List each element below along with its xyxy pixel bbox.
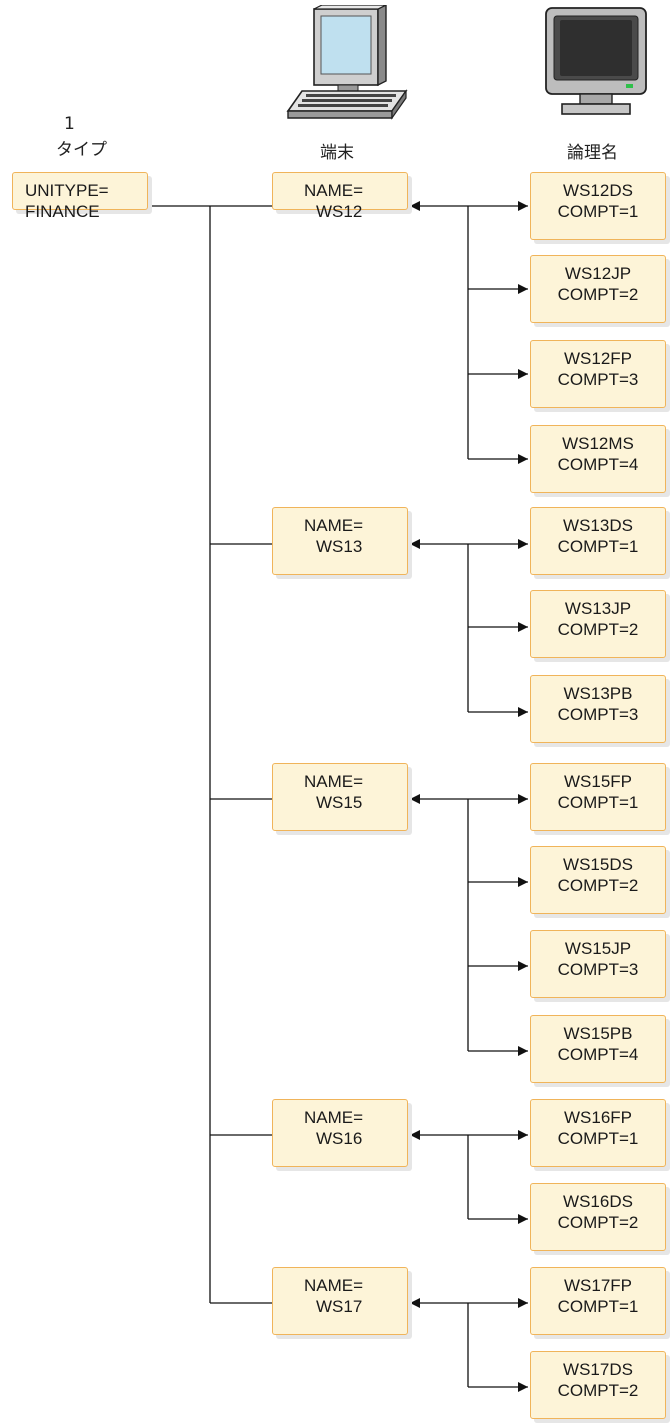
logical-name: WS12MS xyxy=(562,434,634,453)
logical-compt: COMPT=2 xyxy=(557,285,639,304)
logical-name-box: WS15JP COMPT=3 xyxy=(530,930,666,998)
logical-name: WS13PB xyxy=(563,684,633,703)
type-column-label: タイプ xyxy=(56,140,107,160)
terminal-name-keyword: NAME= xyxy=(304,181,364,200)
logical-name: WS15PB xyxy=(563,1024,633,1043)
logical-compt: COMPT=1 xyxy=(557,202,639,221)
logical-name: WS17FP xyxy=(563,1276,633,1295)
logical-compt: COMPT=2 xyxy=(557,1213,639,1232)
terminal-name-value: WS15 xyxy=(316,793,363,812)
logical-name-box: WS15PB COMPT=4 xyxy=(530,1015,666,1083)
logical-compt: COMPT=2 xyxy=(557,620,639,639)
logical-name-box: WS12FP COMPT=3 xyxy=(530,340,666,408)
logical-compt: COMPT=1 xyxy=(557,537,639,556)
logical-name: WS16FP xyxy=(563,1108,633,1127)
terminal-box: NAME= WS15 xyxy=(272,763,408,831)
logical-compt: COMPT=2 xyxy=(557,1381,639,1400)
logical-compt: COMPT=3 xyxy=(557,705,639,724)
logical-name-box: WS12JP COMPT=2 xyxy=(530,255,666,323)
logical-name-box: WS16DS COMPT=2 xyxy=(530,1183,666,1251)
logical-name-box: WS13PB COMPT=3 xyxy=(530,675,666,743)
logical-name: WS15FP xyxy=(563,772,633,791)
terminal-name-value: WS12 xyxy=(316,202,363,221)
terminal-box: NAME= WS13 xyxy=(272,507,408,575)
logical-name: WS16DS xyxy=(563,1192,633,1211)
logical-name-box: WS12DS COMPT=1 xyxy=(530,172,666,240)
terminal-name-value: WS17 xyxy=(316,1297,363,1316)
logical-name: WS13DS xyxy=(563,516,633,535)
logical-name: WS13JP xyxy=(564,599,632,618)
terminal-name-keyword: NAME= xyxy=(304,772,364,791)
unit-type-keyword: UNITYPE= xyxy=(25,181,109,200)
logical-compt: COMPT=1 xyxy=(557,793,639,812)
logical-compt: COMPT=4 xyxy=(557,1045,639,1064)
logical-name-box: WS17DS COMPT=2 xyxy=(530,1351,666,1419)
terminal-name-keyword: NAME= xyxy=(304,1276,364,1295)
terminal-name-value: WS16 xyxy=(316,1129,363,1148)
type-number: 1 xyxy=(64,114,75,134)
terminal-name-value: WS13 xyxy=(316,537,363,556)
logical-name: WS15JP xyxy=(564,939,632,958)
logical-name: WS12DS xyxy=(563,181,633,200)
logical-compt: COMPT=1 xyxy=(557,1297,639,1316)
logical-name: WS17DS xyxy=(563,1360,633,1379)
logical-name-box: WS15DS COMPT=2 xyxy=(530,846,666,914)
logical-compt: COMPT=3 xyxy=(557,370,639,389)
terminal-name-keyword: NAME= xyxy=(304,516,364,535)
terminal-box: NAME= WS12 xyxy=(272,172,408,221)
logical-name-box: WS15FP COMPT=1 xyxy=(530,763,666,831)
logical-name-box: WS13DS COMPT=1 xyxy=(530,507,666,575)
logical-compt: COMPT=2 xyxy=(557,876,639,895)
logical-name: WS12FP xyxy=(563,349,633,368)
logical-name: WS12JP xyxy=(564,264,632,283)
logical-name: WS15DS xyxy=(563,855,633,874)
logical-compt: COMPT=4 xyxy=(557,455,639,474)
logical-name-box: WS13JP COMPT=2 xyxy=(530,590,666,658)
logical-name-box: WS17FP COMPT=1 xyxy=(530,1267,666,1335)
terminal-name-keyword: NAME= xyxy=(304,1108,364,1127)
terminal-box: NAME= WS16 xyxy=(272,1099,408,1167)
terminal-box: NAME= WS17 xyxy=(272,1267,408,1335)
terminal-column-label: 端末 xyxy=(320,143,354,163)
logical-name-box: WS16FP COMPT=1 xyxy=(530,1099,666,1167)
logical-name-column-label: 論理名 xyxy=(567,143,618,163)
logical-name-box: WS12MS COMPT=4 xyxy=(530,425,666,493)
computer-terminal-icon xyxy=(286,5,408,120)
logical-compt: COMPT=1 xyxy=(557,1129,639,1148)
unit-type-value: FINANCE xyxy=(25,202,100,221)
unit-type-box: UNITYPE= FINANCE xyxy=(12,172,148,221)
computer-monitor-icon xyxy=(545,7,647,115)
logical-compt: COMPT=3 xyxy=(557,960,639,979)
